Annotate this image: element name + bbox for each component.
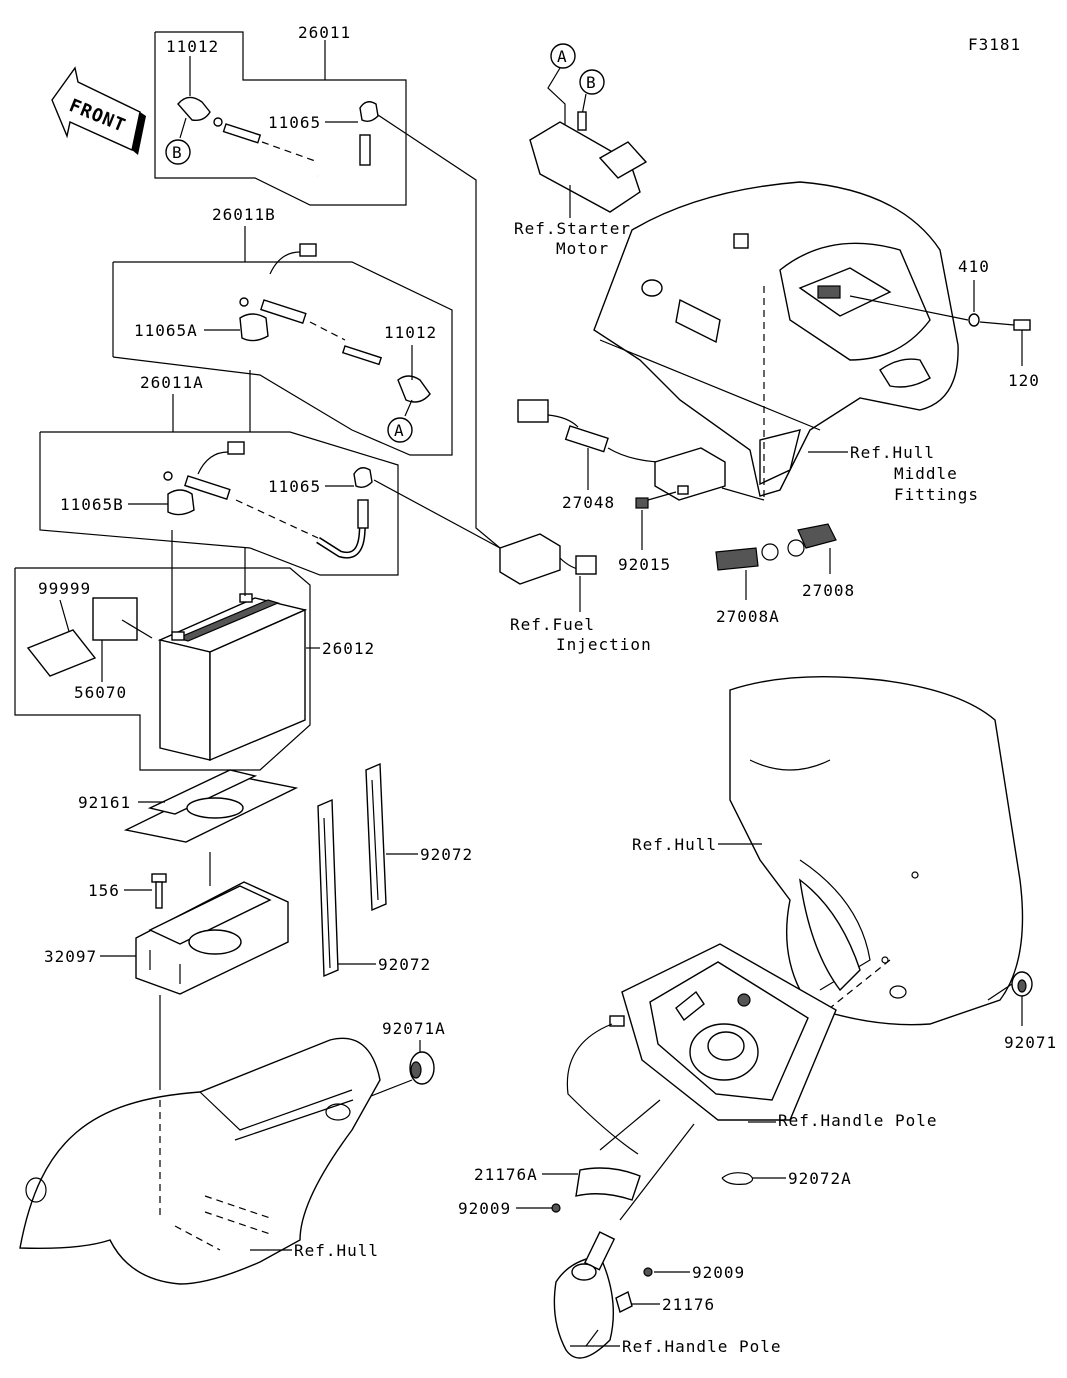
part-92071: 92071 — [1004, 1033, 1057, 1052]
tray-92161 — [123, 769, 299, 843]
hull-right — [729, 675, 1024, 1026]
fuel-injection-ecu — [499, 533, 597, 585]
part-11065b: 11065B — [60, 495, 124, 514]
handle-pole-plate — [621, 943, 837, 1121]
label-sheet-56070 — [92, 597, 138, 641]
part-26012: 26012 — [322, 639, 375, 658]
part-21176a: 21176A — [474, 1165, 538, 1184]
bolt-156 — [151, 873, 167, 909]
grommet-92071 — [1011, 971, 1033, 997]
ref-fuel-injection-1: Ref.Fuel — [510, 615, 595, 634]
part-21176: 21176 — [662, 1295, 715, 1314]
ref-hull-right: Ref.Hull — [632, 835, 717, 854]
strap-92072-a — [365, 762, 387, 912]
wire-21176a — [566, 1015, 641, 1201]
cable-26011 — [213, 117, 371, 196]
terminal-cap-11065-mid — [353, 467, 373, 489]
ref-hull-left: Ref.Hull — [294, 1241, 379, 1260]
group-26011b-box — [112, 261, 453, 456]
terminal-cap-11012 — [177, 96, 211, 122]
clip-92015 — [635, 497, 649, 509]
battery-area-box — [14, 567, 311, 771]
part-27008a: 27008A — [716, 607, 780, 626]
cable-26011b — [239, 243, 431, 403]
part-92071a: 92071A — [382, 1019, 446, 1038]
grommet-92071a — [409, 1051, 435, 1085]
washer-410 — [968, 313, 980, 327]
part-11012-mid: 11012 — [384, 323, 437, 342]
handle-pole-shaft — [553, 1231, 616, 1359]
callout-a-lower — [387, 417, 413, 443]
part-99999: 99999 — [38, 579, 91, 598]
ref-handle-pole-2: Ref.Handle Pole — [622, 1337, 782, 1356]
clamp-21176 — [615, 1290, 633, 1314]
part-120: 120 — [1008, 371, 1040, 390]
callout-b-upper-label: B — [586, 73, 597, 92]
part-26011b: 26011B — [212, 205, 276, 224]
cable-26011a — [163, 441, 369, 559]
part-11065-top: 11065 — [268, 113, 321, 132]
front-arrow-icon: FRONT — [51, 66, 146, 155]
starter-motor — [529, 111, 648, 213]
battery-case-32097 — [135, 881, 289, 995]
part-27008: 27008 — [802, 581, 855, 600]
key-27008a — [715, 543, 779, 571]
ref-starter-motor-2: Motor — [556, 239, 609, 258]
group-26011-box — [154, 31, 407, 206]
screw-92009-a — [551, 1203, 561, 1213]
terminal-cap-11065-top — [359, 101, 379, 123]
part-156: 156 — [88, 881, 120, 900]
part-32097: 32097 — [44, 947, 97, 966]
part-92015: 92015 — [618, 555, 671, 574]
part-56070: 56070 — [74, 683, 127, 702]
ref-fuel-injection-2: Injection — [556, 635, 652, 654]
callout-b-upper — [579, 69, 605, 95]
callout-a-lower-label: A — [394, 421, 405, 440]
key-27008 — [787, 523, 837, 557]
terminal-cap-11065b — [167, 489, 195, 516]
part-11065a: 11065A — [134, 321, 198, 340]
strap-92072-b — [317, 798, 339, 978]
bag-99999 — [26, 629, 97, 677]
hull-middle-fittings — [593, 181, 959, 500]
harness-27048 — [517, 399, 726, 501]
callout-b — [165, 139, 191, 165]
clip-92072a — [721, 1172, 754, 1185]
part-92009-a: 92009 — [458, 1199, 511, 1218]
ref-starter-motor-1: Ref.Starter — [514, 219, 631, 238]
callout-a-upper — [550, 43, 576, 69]
ref-handle-pole-1: Ref.Handle Pole — [778, 1111, 938, 1130]
part-92072-b: 92072 — [378, 955, 431, 974]
part-92161: 92161 — [78, 793, 131, 812]
part-27048: 27048 — [562, 493, 615, 512]
group-26011a-box — [39, 431, 399, 576]
screw-92009-b — [643, 1267, 653, 1277]
callout-b-label: B — [172, 143, 183, 162]
terminal-cap-11065a — [239, 313, 269, 342]
part-11065-mid: 11065 — [268, 477, 321, 496]
callout-a-upper-label: A — [557, 47, 568, 66]
part-92072-a: 92072 — [420, 845, 473, 864]
ref-hull-middle-1: Ref.Hull — [850, 443, 935, 462]
screw-120 — [1013, 319, 1031, 331]
part-410: 410 — [958, 257, 990, 276]
part-92009-b: 92009 — [692, 1263, 745, 1282]
figure-id: F3181 — [968, 35, 1021, 54]
part-11012-top: 11012 — [166, 37, 219, 56]
ref-hull-middle-3: Fittings — [894, 485, 979, 504]
part-92072a: 92072A — [788, 1169, 852, 1188]
part-26011: 26011 — [298, 23, 351, 42]
hull-left — [19, 1037, 381, 1285]
part-26011a: 26011A — [140, 373, 204, 392]
ref-hull-middle-2: Middle — [894, 464, 958, 483]
battery-26012 — [157, 593, 308, 762]
